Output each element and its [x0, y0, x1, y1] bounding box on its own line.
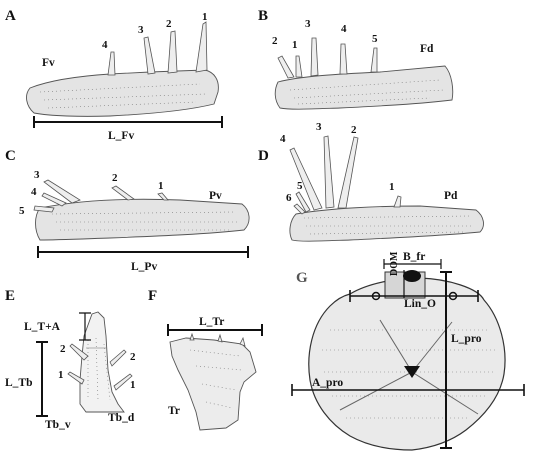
measure-label-l-pro: L_pro [451, 333, 482, 345]
patella-dorsal-spine-label-1: 1 [389, 181, 395, 193]
panel-a: A Fv 1 2 3 4 L_Fv [5, 8, 223, 142]
tibia-spine-right-2 [109, 349, 127, 367]
patella-ventral-shape [35, 198, 250, 241]
patella-dorsal-shape [289, 205, 484, 242]
tibia-spine-left-2 [69, 343, 89, 361]
patella-ventral-spine-label-2: 2 [112, 172, 118, 184]
femur-ventral-spine-label-3: 3 [138, 24, 144, 36]
panel-g: G B_fr DOM Lin_O L_pro A_pro [291, 251, 525, 451]
tibia-spine-left-1 [67, 371, 85, 385]
measure-label-b-fr: B_fr [403, 251, 425, 263]
femur-dorsal-spine-2 [277, 55, 295, 79]
trochanter-shape [169, 337, 257, 431]
measure-line-l-ta [79, 312, 91, 341]
panel-label-b: B [258, 8, 268, 24]
panel-label-a: A [5, 8, 16, 24]
measure-line-l-pro [440, 271, 452, 449]
femur-dorsal-spine-label-3: 3 [305, 18, 311, 30]
patella-ventral-spine-label-4: 4 [31, 186, 37, 198]
femur-dorsal-spine-4 [339, 43, 348, 75]
femur-dorsal-spine-label-4: 4 [341, 23, 347, 35]
measure-label-dom: DOM [389, 251, 400, 276]
patella-dorsal-spine-6 [293, 203, 306, 215]
patella-ventral-spine-1 [157, 192, 169, 201]
measure-label-lin-o: Lin_O [404, 298, 436, 310]
femur-ventral-shape [26, 69, 219, 117]
femur-ventral-spine-label-4: 4 [102, 39, 108, 51]
tibia-ventral-label: Tb_v [45, 419, 71, 431]
median-eye-tubercle [403, 270, 421, 282]
tibia-spine-label-right-1: 1 [130, 379, 136, 391]
patella-dorsal-spine-1 [393, 195, 402, 208]
tibia-spine-right-1 [113, 373, 133, 391]
panel-b-name: Fd [420, 43, 434, 55]
patella-dorsal-spine-label-6: 6 [286, 192, 292, 204]
measure-line-l-pv [37, 246, 249, 258]
tibia-spine-label-left-2: 2 [60, 343, 66, 355]
measure-label-l-tr: L_Tr [199, 316, 224, 328]
panel-c-name: Pv [209, 190, 222, 202]
panel-label-c: C [5, 148, 16, 164]
measure-label-l-fv: L_Fv [108, 130, 134, 142]
patella-dorsal-spine-label-2: 2 [351, 124, 357, 136]
patella-ventral-spine-label-5: 5 [19, 205, 25, 217]
panel-f-name: Tr [168, 405, 180, 417]
patella-dorsal-spine-label-4: 4 [280, 133, 286, 145]
patella-ventral-spine-label-1: 1 [158, 180, 164, 192]
panel-f: F L_Tr Tr [148, 288, 263, 431]
femur-dorsal-spine-label-5: 5 [372, 33, 378, 45]
femur-dorsal-spine-label-1: 1 [292, 39, 298, 51]
femur-ventral-spine-2 [167, 30, 178, 74]
panel-b: B Fd 2 1 3 4 5 [258, 8, 454, 110]
patella-dorsal-spine-label-3: 3 [316, 121, 322, 133]
measure-label-a-pro: A_pro [312, 377, 343, 389]
panel-label-e: E [5, 288, 15, 304]
panel-label-g: G [296, 270, 308, 286]
panel-a-name: Fv [42, 57, 55, 69]
femur-dorsal-spine-5 [370, 47, 378, 73]
tibia-shape [79, 311, 125, 413]
panel-e: E L_T+A L_Tb 2 1 2 1 Tb_v Tb_d [5, 288, 136, 431]
panel-d: D Pd 4 3 2 5 6 1 [258, 121, 484, 242]
femur-dorsal-spine-3 [310, 37, 319, 77]
patella-dorsal-spine-3 [323, 135, 335, 209]
femur-ventral-spine-1 [195, 21, 208, 73]
femur-dorsal-spine-label-2: 2 [272, 35, 278, 47]
femur-ventral-spine-4 [107, 51, 116, 76]
panel-d-name: Pd [444, 190, 458, 202]
measure-line-l-fv [33, 116, 223, 128]
measure-label-l-tb: L_Tb [5, 377, 33, 389]
measure-line-lin-o [349, 290, 479, 302]
patella-dorsal-spine-5 [295, 191, 311, 213]
patella-ventral-spine-4 [41, 192, 67, 207]
measure-line-b-fr [383, 259, 442, 269]
patella-dorsal-spine-label-5: 5 [297, 180, 303, 192]
measure-line-l-tb [36, 341, 48, 417]
prosoma-fovea [404, 366, 420, 378]
measure-line-l-tr [167, 324, 263, 336]
measure-label-l-ta: L_T+A [24, 321, 61, 333]
tibia-spine-label-left-1: 1 [58, 369, 64, 381]
femur-ventral-spine-3 [143, 36, 156, 75]
measure-line-a-pro [291, 384, 525, 396]
tibia-spine-label-right-2: 2 [130, 351, 136, 363]
patella-dorsal-spine-4 [289, 147, 323, 211]
femur-dorsal-shape [274, 65, 454, 110]
patella-ventral-spine-5 [33, 205, 55, 213]
measure-label-l-pv: L_Pv [131, 261, 157, 273]
patella-dorsal-spine-2 [337, 136, 359, 209]
patella-ventral-spine-2 [111, 185, 136, 201]
patella-ventral-spine-3 [43, 179, 81, 204]
tibia-dorsal-label: Tb_d [108, 412, 135, 424]
panel-c: C Pv 3 4 5 2 1 L_Pv [5, 148, 250, 273]
patella-ventral-spine-label-3: 3 [34, 169, 40, 181]
panel-label-f: F [148, 288, 157, 304]
panel-label-d: D [258, 148, 269, 164]
femur-ventral-spine-label-1: 1 [202, 11, 208, 23]
femur-dorsal-spine-1 [295, 55, 303, 78]
femur-ventral-spine-label-2: 2 [166, 18, 172, 30]
